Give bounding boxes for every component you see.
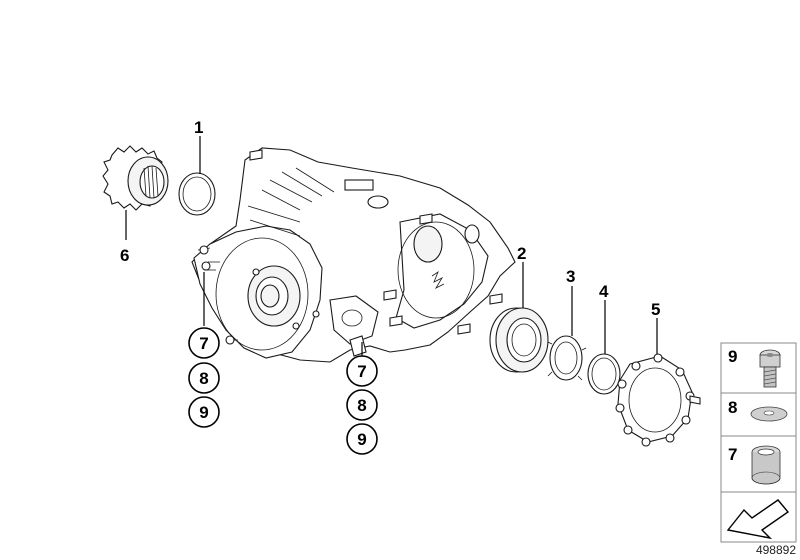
callout-5: 5	[651, 300, 660, 319]
part-4-circlip	[587, 353, 621, 395]
part-3-lock-ring	[547, 335, 587, 381]
circled-callout-left-9: 9	[199, 403, 208, 422]
bushing-icon	[751, 445, 781, 485]
legend-label-7: 7	[728, 445, 737, 464]
part-2-shaft-seal	[489, 307, 549, 373]
circled-callouts-center: 7 8 9	[346, 355, 378, 455]
callout-3: 3	[566, 267, 575, 286]
circled-callout-left-8: 8	[199, 369, 208, 388]
callout-1: 1	[194, 118, 203, 137]
callout-2: 2	[517, 244, 526, 263]
part-1-o-ring	[178, 172, 216, 216]
bolt-icon	[759, 349, 781, 388]
circled-callout-center-9: 9	[357, 430, 366, 449]
legend-label-9: 9	[728, 347, 737, 366]
legend-label-8: 8	[728, 398, 737, 417]
legend-panel: 9 8 7	[720, 342, 797, 543]
circled-callout-center-7: 7	[357, 362, 366, 381]
circled-callouts-left: 7 8 9	[188, 327, 220, 428]
document-number: 498892	[756, 543, 796, 557]
circled-callout-left-7: 7	[199, 334, 208, 353]
pointer-arrow-icon	[726, 499, 790, 540]
callout-4: 4	[599, 282, 609, 301]
part-5-cover-plate	[615, 353, 701, 447]
washer-icon	[750, 406, 788, 422]
callout-6: 6	[120, 246, 129, 265]
circled-callout-center-8: 8	[357, 396, 366, 415]
differential-housing	[191, 147, 516, 363]
leader-lines	[125, 136, 658, 356]
part-6-gear-flange	[102, 145, 169, 211]
